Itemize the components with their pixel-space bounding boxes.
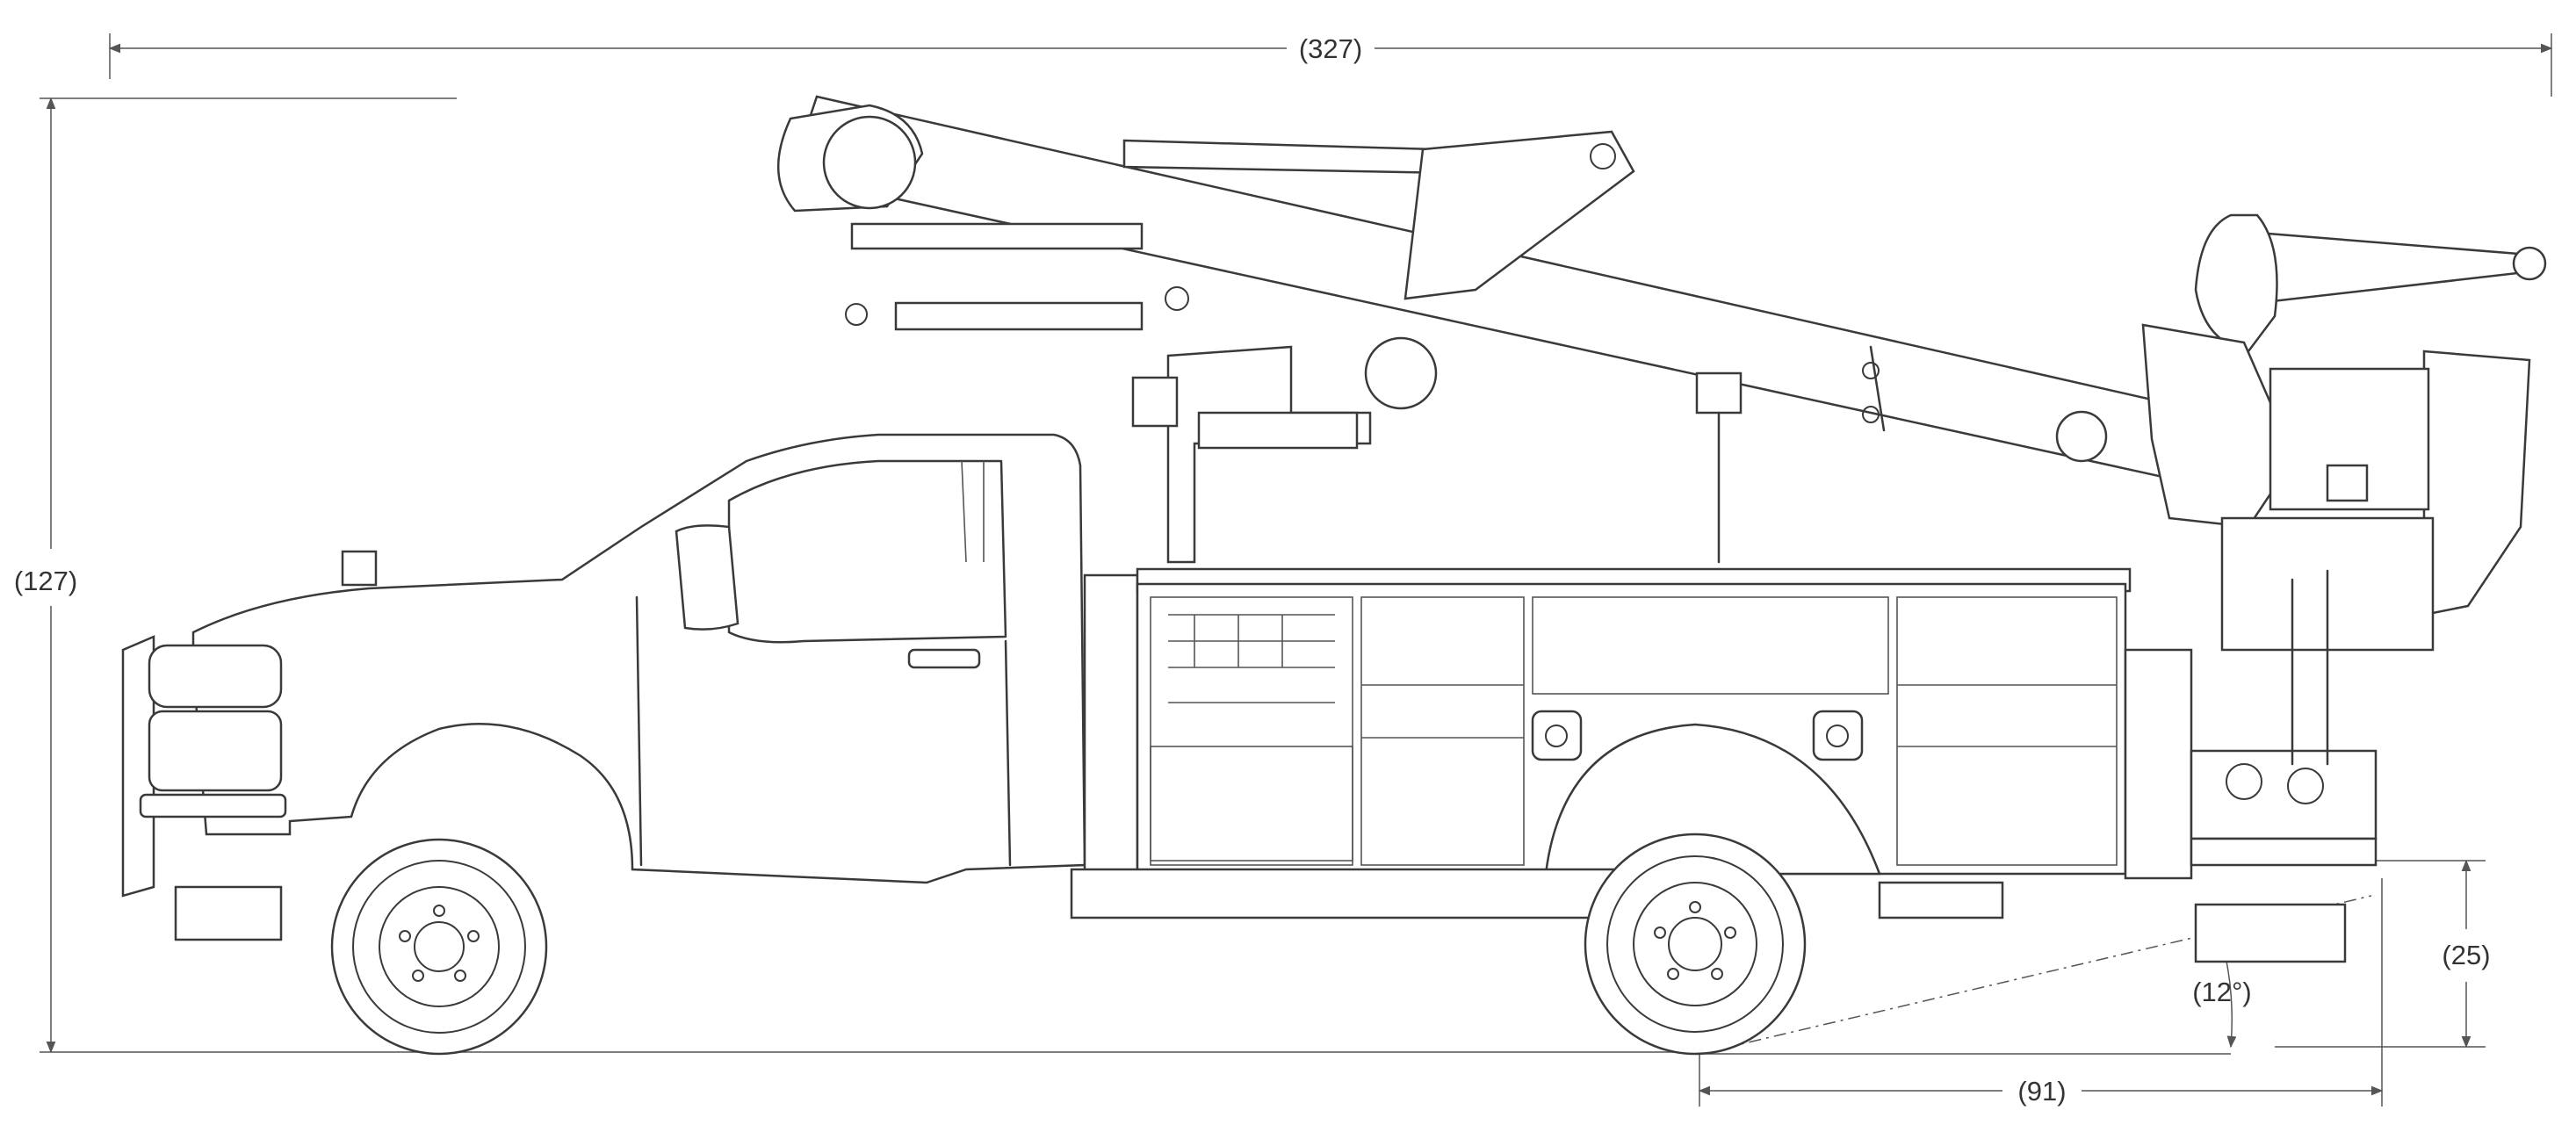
service-body xyxy=(1070,567,2378,963)
front-wheel xyxy=(330,838,548,1056)
truck-cab xyxy=(121,433,1086,941)
dimension-overall-height: (127) xyxy=(14,97,457,1054)
overall-height-label: (127) xyxy=(14,566,77,596)
bucket-platform xyxy=(2141,213,2531,652)
dimension-overall-length: (327) xyxy=(108,33,2553,97)
rear-wheel xyxy=(1584,833,1807,1056)
departure-angle-label: (12°) xyxy=(2192,977,2252,1007)
aerial-boom xyxy=(776,95,2547,564)
step-height-label: (25) xyxy=(2442,940,2490,970)
rear-overhang-label: (91) xyxy=(2017,1076,2066,1107)
overall-length-label: (327) xyxy=(1299,33,1362,64)
